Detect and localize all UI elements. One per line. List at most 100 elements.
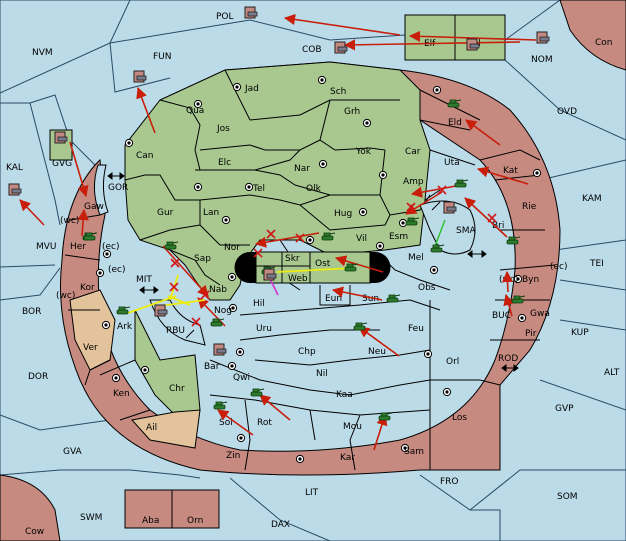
label-Eld: Eld <box>448 118 462 128</box>
label-Ost: Ost <box>315 259 331 269</box>
label-DAX: DAX <box>271 520 290 530</box>
label-Ail: Ail <box>146 423 157 433</box>
label-Chr: Chr <box>169 384 185 394</box>
label-Bri: Bri <box>492 221 504 231</box>
label-Byn: Byn <box>522 275 539 285</box>
territory-borders <box>64 69 556 471</box>
label-Hug: Hug <box>334 209 352 219</box>
label-BUC: BUC <box>492 311 511 321</box>
label-ec2: (ec) <box>108 265 126 275</box>
label-Skr: Skr <box>285 254 300 264</box>
label-FRO: FRO <box>440 477 459 487</box>
label-Con: Con <box>595 38 613 48</box>
label-COB: COB <box>302 45 322 55</box>
label-RBU: RBU <box>166 326 185 336</box>
label-Hil: Hil <box>253 299 265 309</box>
label-Sap: Sap <box>194 254 211 264</box>
label-Obs: Obs <box>418 283 436 293</box>
label-Kaa: Kaa <box>336 390 353 400</box>
label-Ver: Ver <box>83 343 98 353</box>
label-Aba: Aba <box>142 516 159 526</box>
label-Nog: Nog <box>214 306 232 316</box>
label-GVP: GVP <box>555 404 574 414</box>
territory-Ail[interactable] <box>131 409 201 449</box>
label-Her: Her <box>70 242 86 252</box>
label-MVU: MVU <box>36 242 57 252</box>
label-OVD: OVD <box>557 107 577 117</box>
label-Nil: Nil <box>316 369 328 379</box>
label-Gwa: Gwa <box>530 309 550 319</box>
label-Qua: Qua <box>186 106 204 116</box>
label-Grh: Grh <box>344 107 360 117</box>
move-orders <box>19 13 537 451</box>
failed-orders <box>169 185 497 327</box>
label-Olk: Olk <box>306 184 322 194</box>
label-Los: Los <box>452 413 467 423</box>
label-FUN: FUN <box>153 52 172 62</box>
label-Uta: Uta <box>444 158 460 168</box>
label-ROD: ROD <box>498 354 518 364</box>
label-NVM: NVM <box>32 48 53 58</box>
label-Rie: Rie <box>522 202 537 212</box>
label-Mou: Mou <box>343 422 362 432</box>
label-Amp: Amp <box>403 177 424 187</box>
label-Jos: Jos <box>216 124 230 134</box>
label-Vil: Vil <box>356 234 367 244</box>
label-Chp: Chp <box>298 347 316 357</box>
label-Ken: Ken <box>113 389 130 399</box>
sea-GOR[interactable] <box>94 164 109 216</box>
label-SWM: SWM <box>80 513 102 523</box>
label-Uru: Uru <box>256 324 272 334</box>
label-Zin: Zin <box>226 451 240 461</box>
label-Car: Car <box>405 147 421 157</box>
label-POL: POL <box>216 12 234 22</box>
label-Mel: Mel <box>408 253 424 263</box>
label-Web: Web <box>288 274 308 284</box>
label-DOR: DOR <box>28 372 48 382</box>
label-Sol: Sol <box>219 418 233 428</box>
channel-markers <box>107 172 519 372</box>
label-Nor: Nor <box>224 243 240 253</box>
label-Cow: Cow <box>25 527 44 537</box>
label-Feu: Feu <box>408 324 424 334</box>
territory-Aba[interactable] <box>124 489 173 529</box>
label-Rot: Rot <box>257 418 272 428</box>
label-Sun: Sun <box>362 294 379 304</box>
label-Orl: Orl <box>446 357 459 367</box>
label-Nar: Nar <box>294 164 310 174</box>
label-Qwi: Qwi <box>233 373 250 383</box>
label-wc1: (wc) <box>60 216 79 226</box>
label-Gaw: Gaw <box>84 202 104 212</box>
label-Elc: Elc <box>218 158 231 168</box>
label-Orn: Orn <box>187 516 203 526</box>
label-LIT: LIT <box>305 488 319 498</box>
territory-Orn[interactable] <box>171 489 220 529</box>
label-GVA: GVA <box>63 447 83 457</box>
label-Tel: Tel <box>252 184 265 194</box>
label-NOM: NOM <box>531 55 553 65</box>
label-wc3: (wc) <box>499 275 518 285</box>
territory-Cow[interactable] <box>0 474 61 541</box>
label-Neu: Neu <box>368 347 386 357</box>
label-Can: Can <box>136 151 154 161</box>
label-wc2: (wc) <box>56 291 75 301</box>
label-Pir: Pir <box>525 329 537 339</box>
label-KUP: KUP <box>571 328 589 338</box>
label-KAL: KAL <box>6 163 23 173</box>
label-GVG: GVG <box>52 159 72 169</box>
label-TEI: TEI <box>589 259 604 269</box>
label-GOR: GOR <box>108 183 128 193</box>
label-KAM: KAM <box>582 194 602 204</box>
label-Eun: Eun <box>325 294 342 304</box>
label-Nab: Nab <box>209 285 227 295</box>
label-Yok: Yok <box>355 147 372 157</box>
label-ec3: (ec) <box>550 262 568 272</box>
label-Kat: Kat <box>503 166 518 176</box>
label-Kar: Kar <box>340 453 355 463</box>
label-ec1: (ec) <box>102 242 120 252</box>
label-Bar: Bar <box>204 362 220 372</box>
label-SMA: SMA <box>456 226 476 236</box>
label-Lan: Lan <box>203 208 219 218</box>
